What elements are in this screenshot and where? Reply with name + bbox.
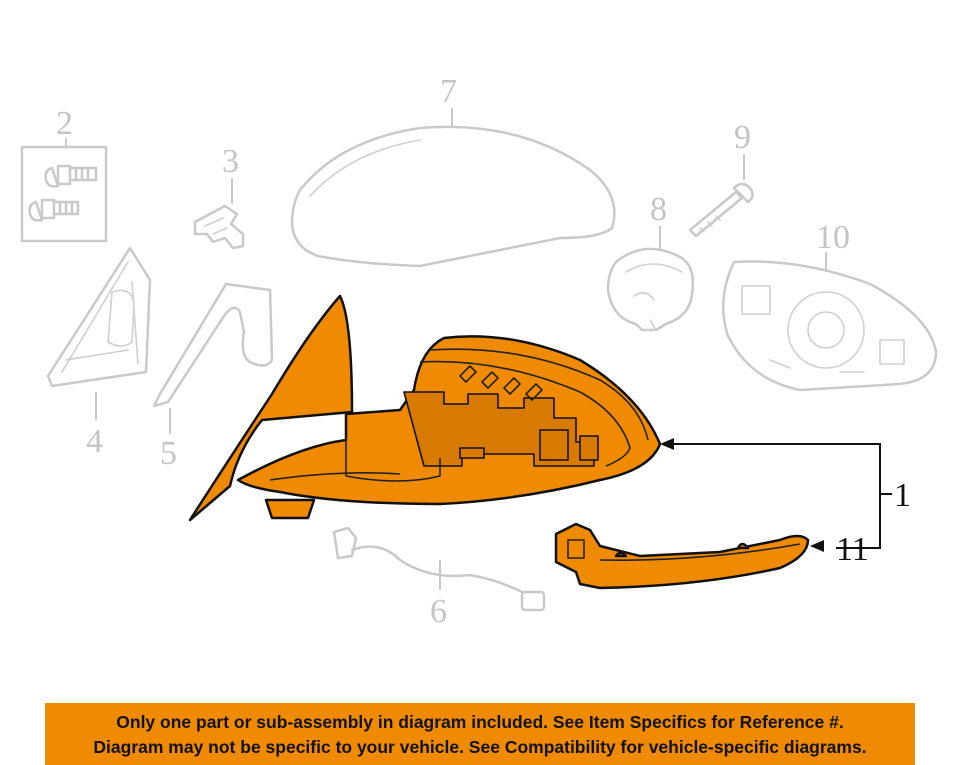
- part-6-harness: [332, 526, 546, 612]
- part-1-mirror-assembly: [188, 294, 662, 522]
- part-8-motor: [606, 247, 695, 332]
- callout-6: 6: [430, 593, 447, 630]
- callout-3: 3: [222, 143, 239, 180]
- callout-1: 1: [894, 477, 911, 514]
- part-7-cap: [290, 125, 616, 268]
- part-3-clip: [193, 204, 245, 250]
- part-9-screw: [688, 182, 754, 238]
- callout-9: 9: [734, 119, 751, 156]
- callout-11: 11: [836, 531, 869, 568]
- part-2-bolts: [20, 145, 108, 243]
- part-4-cover: [46, 246, 152, 388]
- callout-4: 4: [86, 423, 103, 460]
- disclaimer-banner: Only one part or sub-assembly in diagram…: [45, 703, 915, 765]
- callout-2: 2: [56, 105, 73, 142]
- disclaimer-line-2: Diagram may not be specific to your vehi…: [93, 737, 867, 757]
- callout-8: 8: [650, 191, 667, 228]
- part-10-glass: [722, 260, 938, 392]
- part-11-turn-signal: [554, 522, 810, 590]
- disclaimer-line-1: Only one part or sub-assembly in diagram…: [116, 712, 844, 732]
- callout-10: 10: [816, 219, 850, 256]
- callout-5: 5: [160, 435, 177, 472]
- callout-7: 7: [440, 73, 457, 110]
- part-5-seal: [152, 282, 274, 408]
